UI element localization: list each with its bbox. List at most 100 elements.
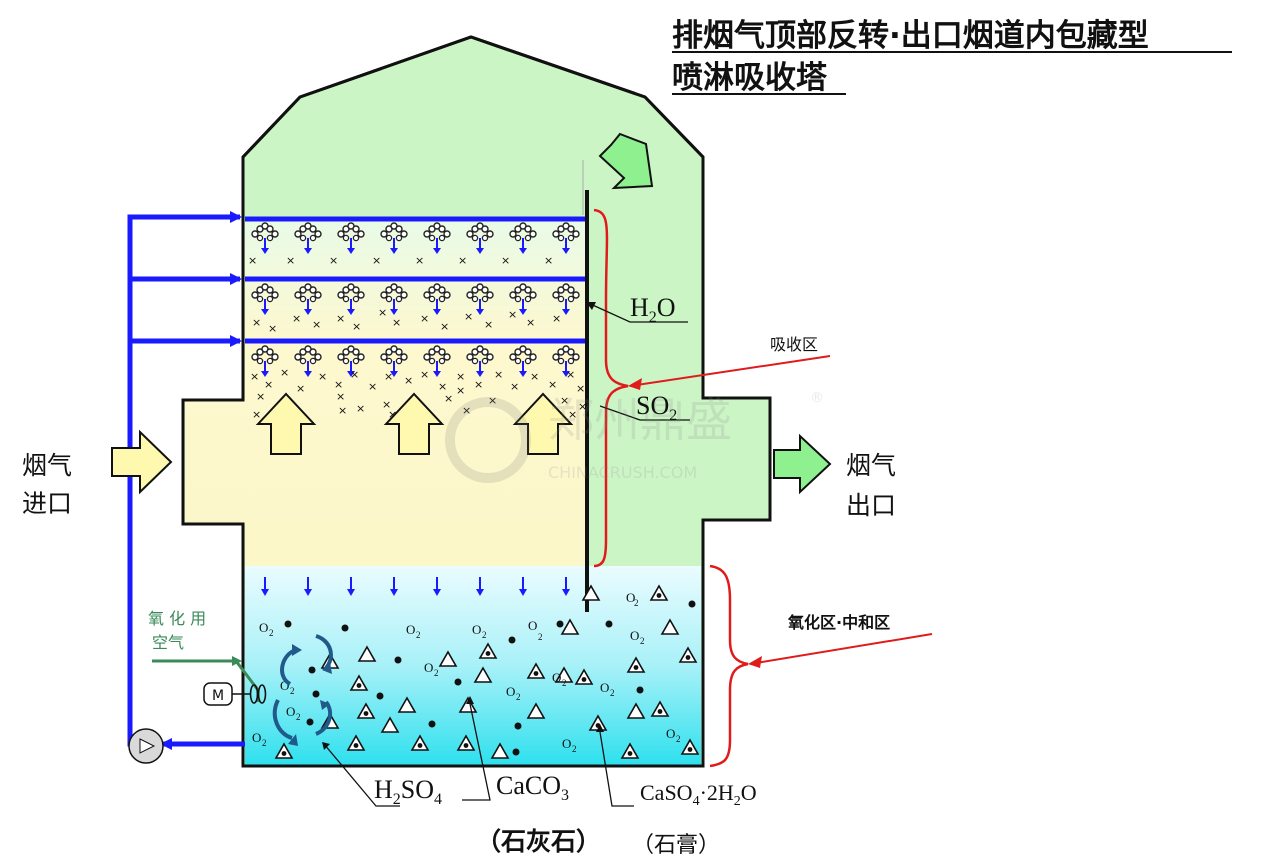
so2-label: SO2 <box>636 391 677 424</box>
svg-text:×: × <box>336 390 345 403</box>
svg-text:×: × <box>530 370 539 383</box>
svg-text:O: O <box>252 730 261 745</box>
svg-text:×: × <box>566 368 575 381</box>
limestone-label: （石灰石） <box>476 827 601 856</box>
outlet-label-line2: 出口 <box>846 491 896 520</box>
watermark-logo-icon <box>445 397 531 483</box>
svg-text:×: × <box>464 310 473 323</box>
svg-text:×: × <box>438 380 447 393</box>
svg-text:×: × <box>440 320 449 333</box>
svg-text:×: × <box>352 320 361 333</box>
svg-text:2: 2 <box>676 734 681 744</box>
svg-text:×: × <box>329 254 338 267</box>
svg-text:×: × <box>368 380 377 393</box>
svg-text:×: × <box>568 408 577 421</box>
svg-text:2: 2 <box>262 738 267 748</box>
svg-text:×: × <box>444 392 453 405</box>
svg-text:O: O <box>280 678 289 693</box>
svg-text:×: × <box>338 404 347 417</box>
droplet-marks: ×××××××× ××××××××××××××× ×××××××××××××××… <box>248 254 587 421</box>
svg-text:×: × <box>334 378 343 391</box>
leader-lines <box>323 301 690 807</box>
svg-text:×: × <box>248 254 257 267</box>
svg-text:×: × <box>456 384 465 397</box>
svg-text:×: × <box>458 254 467 267</box>
air-label-line1: 氧 化 用 <box>148 609 206 628</box>
diagram-title-line2: 喷淋吸收塔 <box>672 60 828 96</box>
svg-text:×: × <box>296 382 305 395</box>
svg-text:×: × <box>552 312 561 325</box>
svg-text:×: × <box>292 312 301 325</box>
svg-text:2: 2 <box>434 668 439 678</box>
svg-text:×: × <box>404 374 413 387</box>
air-sparger-icon <box>249 684 267 704</box>
inlet-label-line1: 烟气 <box>22 451 72 480</box>
svg-text:×: × <box>378 306 387 319</box>
svg-text:O: O <box>630 628 639 643</box>
svg-text:×: × <box>280 366 289 379</box>
flue-gas-outlet-arrow <box>773 433 832 495</box>
svg-text:2: 2 <box>572 744 577 754</box>
svg-text:O: O <box>600 680 609 695</box>
svg-text:2: 2 <box>516 692 521 702</box>
svg-text:×: × <box>372 254 381 267</box>
svg-text:×: × <box>548 378 557 391</box>
svg-text:×: × <box>382 398 391 411</box>
svg-text:O: O <box>259 620 268 635</box>
svg-text:2: 2 <box>296 712 301 722</box>
oxidation-zone-label: 氧化区·中和区 <box>787 613 890 632</box>
svg-text:2: 2 <box>634 598 639 608</box>
svg-text:×: × <box>252 316 261 329</box>
acid-droplets <box>284 600 696 756</box>
caso4-label: CaSO4·2H2O <box>640 780 757 809</box>
air-label-line2: 空气 <box>152 633 184 652</box>
flue-gas-upflow-arrows <box>255 392 574 455</box>
motor-label: M <box>212 688 224 704</box>
svg-text:×: × <box>526 316 535 329</box>
svg-text:×: × <box>501 254 510 267</box>
gypsum-label: （石膏） <box>632 833 720 858</box>
svg-text:O: O <box>552 670 561 685</box>
absorption-region <box>185 217 585 566</box>
svg-text:×: × <box>264 378 273 391</box>
svg-text:×: × <box>510 380 519 393</box>
svg-text:O: O <box>506 684 515 699</box>
svg-text:2: 2 <box>269 628 274 638</box>
watermark: 郑州鼎盛 CHINACRUSH.COM ® <box>445 390 824 483</box>
svg-text:2: 2 <box>640 636 645 646</box>
svg-text:×: × <box>256 390 265 403</box>
h2o-label: H2O <box>630 293 676 326</box>
flue-gas-inlet-arrow <box>111 429 173 495</box>
svg-text:×: × <box>415 254 424 267</box>
inlet-label-line2: 进口 <box>22 489 72 518</box>
svg-text:O: O <box>666 726 675 741</box>
svg-text:×: × <box>392 316 401 329</box>
h2so4-label: H2SO4 <box>374 775 442 808</box>
svg-text:2: 2 <box>482 630 487 640</box>
svg-text:×: × <box>462 404 471 417</box>
svg-text:2: 2 <box>610 688 615 698</box>
svg-text:×: × <box>286 254 295 267</box>
svg-text:×: × <box>336 312 345 325</box>
svg-text:×: × <box>494 368 503 381</box>
gas-reversal-arrow <box>598 132 654 190</box>
svg-text:O: O <box>424 660 433 675</box>
svg-text:郑州鼎盛: 郑州鼎盛 <box>548 393 732 447</box>
svg-text:×: × <box>484 318 493 331</box>
caco3-label: CaCO3 <box>496 771 569 804</box>
svg-text:CHINACRUSH.COM: CHINACRUSH.COM <box>548 463 697 482</box>
svg-text:2: 2 <box>290 686 295 696</box>
svg-text:×: × <box>384 370 393 383</box>
svg-text:®: ® <box>810 390 824 406</box>
svg-text:×: × <box>420 312 429 325</box>
svg-text:2: 2 <box>562 678 567 688</box>
agitator-motor-icon <box>203 682 233 706</box>
svg-text:×: × <box>456 370 465 383</box>
svg-text:×: × <box>388 408 397 421</box>
svg-text:O: O <box>626 590 635 605</box>
svg-text:×: × <box>508 308 517 321</box>
svg-text:2: 2 <box>416 630 421 640</box>
svg-text:×: × <box>318 370 327 383</box>
